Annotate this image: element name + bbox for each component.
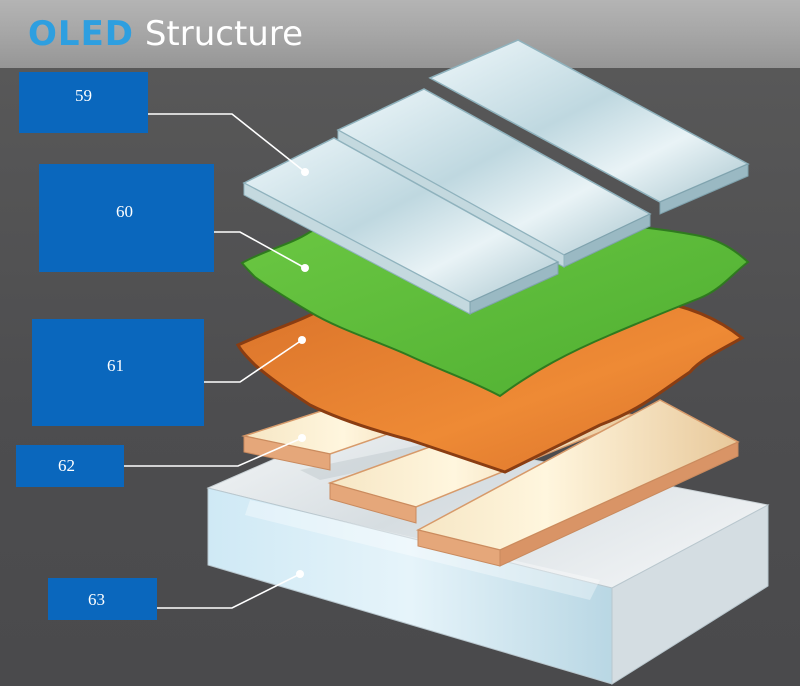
cathode-strips-layer (242, 39, 750, 315)
anode-strip-3 (415, 399, 740, 567)
leader-dots (296, 168, 309, 578)
leader-line-60 (214, 231, 306, 269)
leader-lines (124, 113, 306, 609)
label-box-59: 59 (19, 72, 148, 133)
leader-line-59 (148, 113, 306, 173)
title-rest: Structure (134, 14, 304, 54)
cathode-strip-3 (242, 137, 560, 315)
leader-line-62 (124, 437, 303, 467)
title-accent: OLED (28, 14, 135, 54)
title-bar: OLED Structure (0, 0, 800, 68)
label-box-63: 63 (48, 578, 157, 620)
leader-dot-60 (301, 264, 309, 272)
diagram-title: OLED Structure (28, 14, 303, 54)
label-63-text: 63 (88, 590, 105, 609)
leader-dot-59 (301, 168, 309, 176)
cathode-strip-2 (336, 88, 652, 268)
label-60-text: 60 (116, 202, 133, 221)
leader-dot-61 (298, 336, 306, 344)
label-59-text: 59 (75, 86, 92, 105)
leader-line-61 (204, 339, 303, 383)
leader-dot-62 (298, 434, 306, 442)
cathode-strip-1 (428, 39, 750, 215)
label-box-61: 61 (32, 319, 204, 426)
leader-dot-63 (296, 570, 304, 578)
label-61-text: 61 (107, 356, 124, 375)
label-box-60: 60 (39, 164, 214, 272)
label-62-text: 62 (58, 456, 75, 475)
leader-line-63 (157, 573, 301, 609)
label-box-62: 62 (16, 445, 124, 487)
